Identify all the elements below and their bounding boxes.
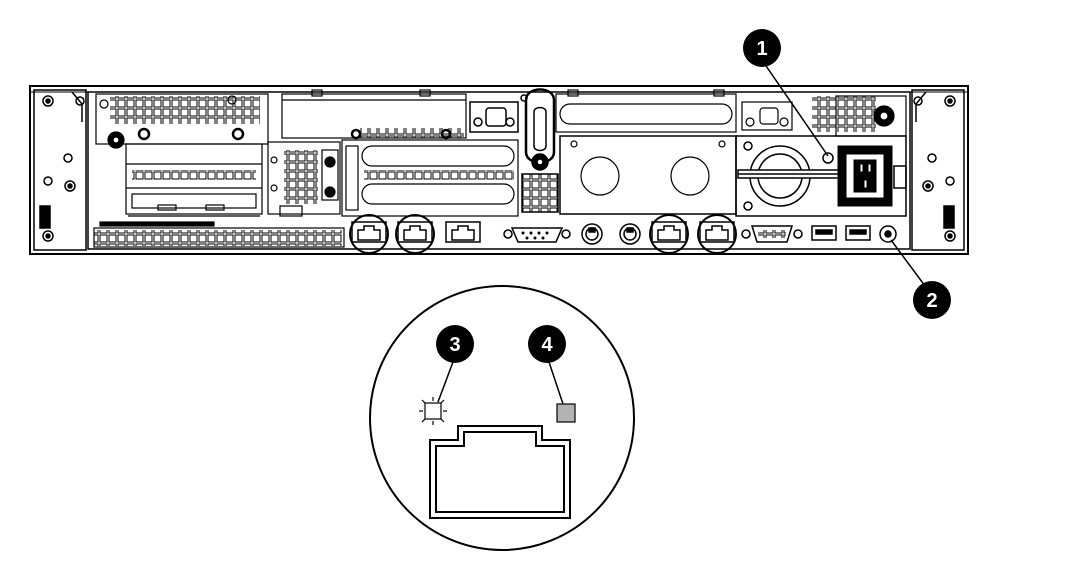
callout-3-label: 3 (449, 334, 460, 356)
callout-4: 4 (528, 325, 566, 363)
callout-1-leader (761, 59, 829, 157)
usb-port-icon (811, 225, 837, 241)
callout-3: 3 (436, 325, 474, 363)
pci-riser-right (555, 89, 737, 215)
nic-port-icon (395, 214, 435, 254)
uid-button-icon (879, 225, 897, 243)
callout-1: 1 (743, 29, 781, 67)
ps2-port-icon (619, 223, 641, 245)
link-led-icon (419, 397, 447, 425)
callout-4-label: 4 (541, 334, 553, 356)
nic-port-icon (697, 214, 737, 254)
pci-riser-left (267, 89, 519, 217)
left-rack-ear (33, 89, 87, 251)
center-handle (469, 88, 559, 213)
callout-1-label: 1 (756, 38, 767, 60)
nic-port-icon (649, 214, 689, 254)
callout-3-leader (437, 361, 454, 403)
callout-2: 2 (913, 281, 951, 319)
bottom-left-vents (93, 221, 345, 248)
nic-detail-magnifier (369, 285, 635, 551)
top-left-vents (95, 93, 269, 149)
nic-port-icon (349, 214, 389, 254)
callout-4-leader (548, 361, 564, 405)
callout-2-label: 2 (926, 290, 937, 312)
activity-led-icon (556, 403, 576, 423)
right-rack-ear (911, 89, 965, 251)
vga-port-icon (741, 225, 803, 243)
callout-2-leader (890, 239, 929, 291)
usb-port-icon (845, 225, 871, 241)
top-right-vents (741, 95, 907, 137)
power-inlet-icon (837, 145, 907, 207)
ps2-port-icon (581, 223, 603, 245)
nic-port-icon (445, 221, 481, 243)
left-drive-cage (125, 143, 263, 217)
serial-port-icon (503, 227, 571, 243)
